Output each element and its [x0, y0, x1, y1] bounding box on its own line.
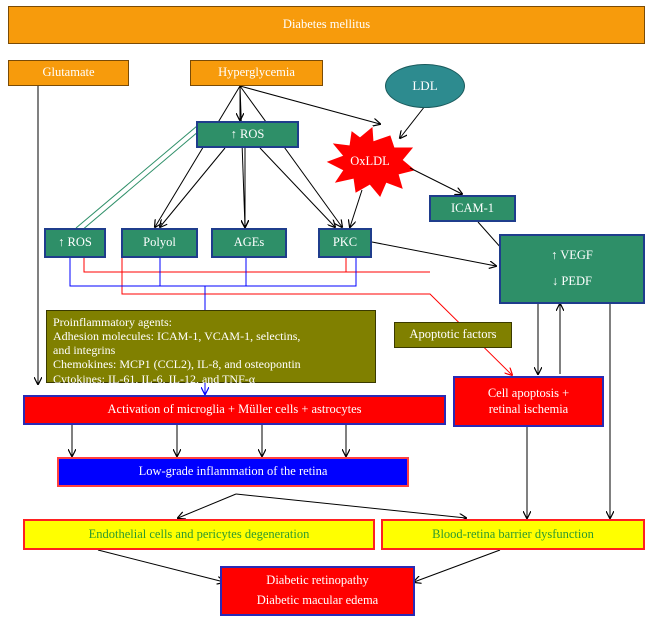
blue-collector: [69, 258, 357, 287]
diabetic-retinopathy-box: Diabetic retinopathy Diabetic macular ed…: [220, 566, 415, 616]
vegf-label: ↑ VEGF: [551, 248, 593, 263]
cell-apoptosis-line: retinal ischemia: [488, 401, 569, 416]
cell-apoptosis-line: Cell apoptosis +: [487, 385, 570, 400]
arrow-ros-polyol: [160, 147, 226, 227]
arrow-brb-dr: [414, 549, 501, 582]
arrow-pkc-vegf: [371, 241, 496, 266]
icam1-label: ICAM-1: [450, 200, 495, 215]
ages-box: AGEs: [211, 228, 287, 258]
proinflammatory-line: and integrins: [53, 343, 116, 358]
arrow-endothelial-dr: [97, 549, 224, 582]
oxldl-label: OxLDL: [350, 154, 390, 168]
ros-left-label: ↑ ROS: [58, 235, 92, 250]
arrow-ldl-oxldl: [400, 105, 426, 138]
vegf-pedf-box: ↑ VEGF ↓ PEDF: [499, 234, 645, 304]
proinflammatory-line: Cytokines: IL-61, IL-6, IL-12, and TNF-α: [53, 371, 256, 386]
proinflammatory-box: Proinflammatory agents: Adhesion molecul…: [46, 310, 376, 386]
polyol-box: Polyol: [121, 228, 198, 258]
diabetes-mellitus-box: Diabetes mellitus: [8, 6, 645, 44]
ages-label: AGEs: [233, 235, 265, 250]
ros-top-label: ↑ ROS: [230, 126, 265, 141]
endothelial-box: Endothelial cells and pericytes degenera…: [23, 519, 375, 550]
cell-apoptosis-box: Cell apoptosis + retinal ischemia: [453, 376, 604, 427]
polyol-label: Polyol: [143, 235, 176, 250]
activation-label: Activation of microglia + Müller cells +…: [107, 402, 362, 417]
apoptotic-factors-box: Apoptotic factors: [394, 322, 512, 348]
hyperglycemia-label: Hyperglycemia: [218, 65, 295, 80]
brb-label: Blood-retina barrier dysfunction: [432, 526, 594, 541]
endothelial-label: Endothelial cells and pericytes degenera…: [88, 526, 310, 541]
glutamate-box: Glutamate: [8, 60, 129, 86]
oxldl-burst: [326, 126, 416, 197]
activation-box: Activation of microglia + Müller cells +…: [23, 395, 446, 425]
diabetic-macular-edema-label: Diabetic macular edema: [256, 593, 379, 607]
ros-left-box: ↑ ROS: [44, 228, 106, 258]
arrow-oxldl-pkc: [350, 189, 363, 227]
brb-dysfunction-box: Blood-retina barrier dysfunction: [381, 519, 645, 550]
arrow-hyperglycemia-oxldl: [239, 85, 380, 124]
arrow-lowgrade-endothelial: [178, 493, 237, 518]
proinflammatory-line: Chemokines: MCP1 (CCL2), IL-8, and osteo…: [53, 357, 301, 372]
glutamate-label: Glutamate: [42, 65, 95, 80]
arrow-hyperglycemia-polyol: [155, 85, 241, 227]
ldl-oval: LDL: [385, 64, 465, 108]
arrow-ros-pkc: [259, 147, 335, 227]
proinflammatory-line: Adhesion molecules: ICAM-1, VCAM-1, sele…: [53, 329, 301, 344]
pkc-label: PKC: [332, 235, 358, 250]
diabetic-retinopathy-label: Diabetic retinopathy: [266, 573, 369, 588]
icam1-box: ICAM-1: [429, 195, 516, 222]
arrow-oxldl-icam1: [409, 167, 462, 194]
apoptotic-factors-label: Apoptotic factors: [409, 327, 497, 342]
red-path-to-apoptosis: [83, 258, 430, 273]
arrow-hyperglycemia-ages: [239, 85, 245, 227]
pedf-label: ↓ PEDF: [552, 274, 592, 288]
ldl-label: LDL: [412, 78, 438, 93]
proinflammatory-title: Proinflammatory agents:: [53, 315, 172, 329]
ros-top-box: ↑ ROS: [196, 121, 299, 148]
link-ros-ros-2: [80, 130, 200, 232]
arrow-hyperglycemia-pkc: [239, 85, 342, 227]
arrow-lowgrade-brb: [235, 493, 466, 518]
link-ros-ros-1: [75, 125, 198, 229]
low-grade-inflammation-box: Low-grade inflammation of the retina: [57, 457, 409, 487]
pkc-box: PKC: [318, 228, 372, 258]
hyperglycemia-box: Hyperglycemia: [190, 60, 323, 86]
diabetes-label: Diabetes mellitus: [282, 17, 371, 32]
low-grade-label: Low-grade inflammation of the retina: [138, 464, 328, 479]
